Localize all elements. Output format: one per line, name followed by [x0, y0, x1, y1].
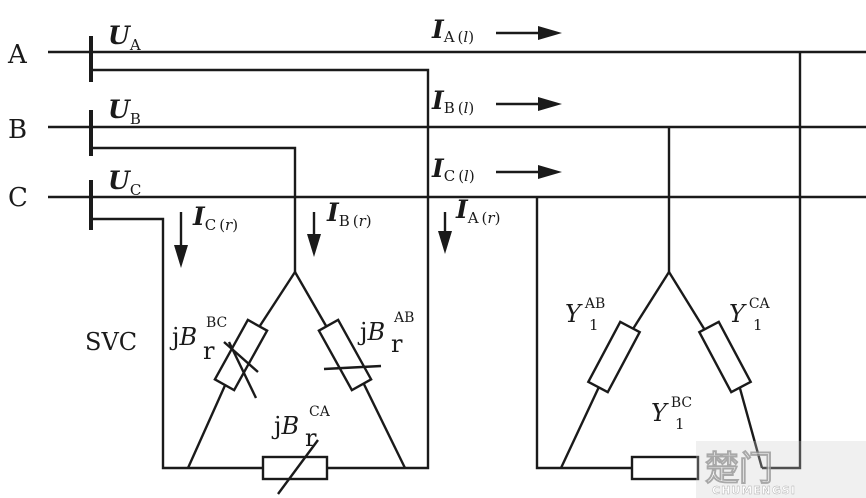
load-admittance-ca [697, 320, 753, 394]
svc-delta-right-wire-bottom [356, 371, 407, 469]
arrow-svc-current-b [307, 212, 321, 257]
admittance-label-bc-sub: 1 [675, 415, 685, 433]
arrow-line-current-b [496, 97, 562, 111]
line-current-label-a: IA(l) [431, 15, 474, 46]
bus-label-b: B [8, 115, 27, 145]
arrow-svc-current-c [174, 212, 188, 268]
svc-label: SVC [85, 328, 137, 356]
arrow-svc-current-a [438, 212, 452, 254]
svc-susceptance-ca [261, 439, 329, 495]
load-admittance-ab [586, 320, 642, 394]
susceptance-label-bc: jB [169, 323, 197, 351]
svc-feeder-a [91, 68, 430, 470]
susceptance-label-ab-r: r [391, 330, 403, 358]
line-current-label-c: IC(l) [431, 154, 475, 185]
susceptance-label-bc-sup: BC [206, 315, 227, 331]
susceptance-label-ca: jB [271, 412, 299, 440]
watermark-logo: 楚门 [705, 449, 773, 489]
line-current-label-b: IB(l) [431, 86, 474, 117]
susceptance-label-ca-sup: CA [309, 404, 331, 420]
susceptance-label-ab: jB [357, 318, 385, 346]
svc-current-label-a: IA(r) [455, 195, 500, 227]
svc-delta-left-wire-bottom [186, 371, 233, 469]
watermark-text: CHUMENGSI [712, 484, 796, 497]
bus-label-a: A [7, 40, 28, 70]
load-feeder-a [762, 52, 802, 470]
svc-current-label-c: IC(r) [192, 202, 238, 234]
susceptance-label-bc-r: r [203, 337, 215, 365]
admittance-label-ca-sub: 1 [753, 316, 763, 334]
admittance-label-ab-sub: 1 [589, 316, 599, 334]
svc-feeder-b [91, 146, 297, 272]
bus-label-c: C [8, 183, 28, 213]
susceptance-label-ca-r: r [305, 424, 317, 452]
svc-susceptance-bc [213, 318, 269, 399]
voltage-label-c: UC [108, 166, 141, 199]
load-admittance-bc [630, 455, 700, 481]
voltage-label-a: UA [108, 21, 141, 54]
svc-feeder-c [91, 217, 188, 470]
load-feeder-c [535, 197, 632, 470]
arrow-line-current-a [496, 26, 562, 40]
svc-current-label-b: IB(r) [326, 198, 372, 230]
load-delta-left-wire-bottom [559, 373, 607, 469]
load-delta-right-wire-bottom [734, 373, 764, 469]
voltage-label-b: UB [108, 95, 141, 128]
watermark: 楚门 CHUMENGSI [696, 441, 866, 498]
susceptance-label-ab-sup: AB [393, 310, 414, 326]
arrow-line-current-c [496, 165, 562, 179]
svc-susceptance-ab [317, 318, 382, 392]
